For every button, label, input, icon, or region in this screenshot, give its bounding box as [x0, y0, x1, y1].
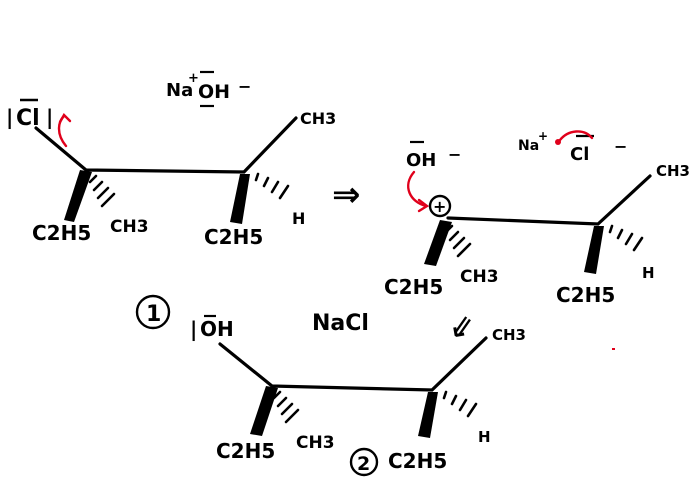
hydrogen-hash-3: [442, 390, 478, 418]
oh-lone-pair-left: |: [190, 317, 197, 341]
nucleophile-charge: −: [448, 145, 461, 164]
hydroxyl-label: OH: [200, 317, 234, 341]
cl-leaving-group: Cl: [16, 106, 40, 131]
label-two-number: 2: [357, 453, 370, 475]
methyl-label-2: CH3: [110, 217, 149, 237]
methyl-label-4: CH3: [460, 267, 499, 287]
methyl-label-6: CH3: [296, 433, 335, 453]
label-one-number: 1: [146, 302, 161, 327]
reactant-molecule: | Cl | CH3 C2H5 CH3 C2H5 H: [6, 98, 336, 249]
sodium-label: Na: [166, 80, 193, 101]
label-two-circle: [349, 447, 379, 477]
chloride-charge: −: [614, 137, 627, 156]
red-attack-arrowhead: [417, 198, 430, 213]
salt-sodium-charge: +: [538, 129, 548, 143]
nucleophile-label: OH: [406, 150, 436, 171]
methyl-label-3: CH3: [656, 162, 690, 180]
ethyl-label: C2H5: [32, 221, 91, 245]
sodium-charge: +: [188, 71, 199, 86]
chloride-label: Cl: [570, 144, 589, 165]
carbocation-circle: [428, 194, 452, 218]
methyl-hash-5: [272, 390, 300, 424]
product-backbone: [218, 336, 488, 392]
ethyl-wedge-2: [230, 174, 250, 224]
reactant-backbone: [34, 116, 298, 174]
carbocation-intermediate: OH − + Na + Cl − CH3: [384, 129, 690, 307]
ethyl-label-3: C2H5: [384, 275, 443, 299]
ethyl-wedge-3: [424, 220, 452, 266]
ethyl-label-2: C2H5: [204, 225, 263, 249]
red-attack-arrow: [407, 170, 428, 208]
hydrogen-label: H: [292, 209, 305, 228]
red-dot: [555, 139, 561, 145]
label-one: 1: [135, 294, 171, 330]
sodium-chloride-label: NaCl: [312, 311, 369, 336]
ethyl-wedge-4: [584, 226, 604, 274]
product-molecule: | OH CH3 C2H5 CH3 C2H5 H: [190, 314, 526, 473]
label-two: 2: [349, 447, 379, 477]
hydroxide-charge: −: [238, 77, 251, 96]
ethyl-label-5: C2H5: [216, 439, 275, 463]
cl-lone-pair-left: |: [6, 105, 13, 129]
carbocation-charge: +: [433, 197, 446, 216]
ethyl-wedge: [64, 170, 92, 222]
ethyl-label-6: C2H5: [388, 449, 447, 473]
hydrogen-hash-2: [608, 224, 644, 252]
reagent: Na + OH −: [166, 70, 251, 108]
methyl-label: CH3: [300, 109, 336, 128]
ethyl-wedge-6: [418, 392, 438, 438]
stray-red-mark: [612, 348, 615, 350]
methyl-hash-3: [444, 224, 472, 258]
reaction-arrow: ⇒: [332, 175, 361, 215]
salt-sodium-label: Na: [518, 138, 539, 154]
label-one-circle: [135, 294, 171, 330]
down-arrow: ⇓: [441, 307, 482, 350]
hydroxide-label: OH: [198, 81, 230, 103]
hydrogen-label-2: H: [642, 264, 655, 282]
methyl-label-5: CH3: [492, 326, 526, 344]
intermediate-backbone: [446, 174, 652, 226]
cl-lone-pair-right: |: [46, 105, 53, 129]
hydrogen-label-3: H: [478, 428, 491, 446]
methyl-hash: [88, 174, 116, 208]
hydrogen-hash: [254, 172, 290, 200]
ethyl-wedge-5: [250, 386, 278, 436]
ethyl-label-4: C2H5: [556, 283, 615, 307]
red-chloride-arrow: [558, 130, 594, 142]
red-arrowhead: [58, 113, 72, 124]
